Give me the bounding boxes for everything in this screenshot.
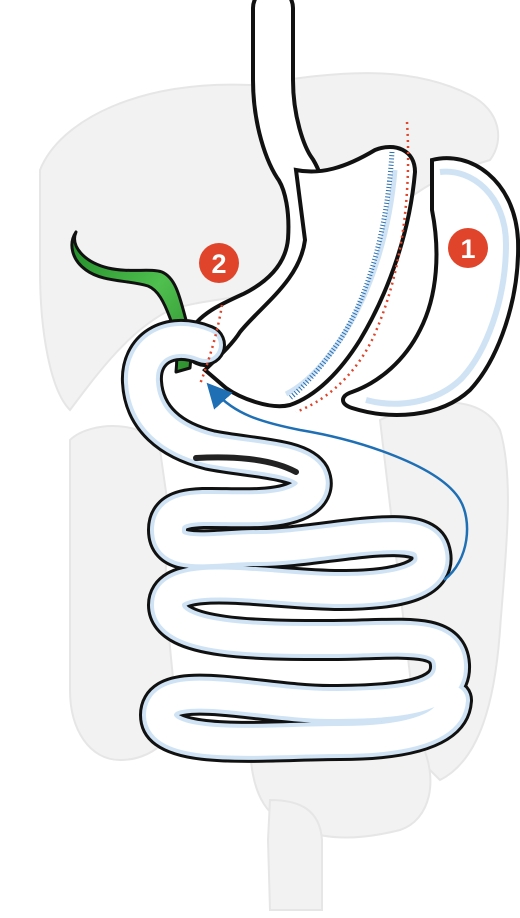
marker-2-label: 2 [211,249,226,279]
rectum-silhouette [268,800,322,910]
marker-2: 2 [199,243,239,283]
marker-1: 1 [448,228,488,268]
marker-1-label: 1 [460,234,475,264]
